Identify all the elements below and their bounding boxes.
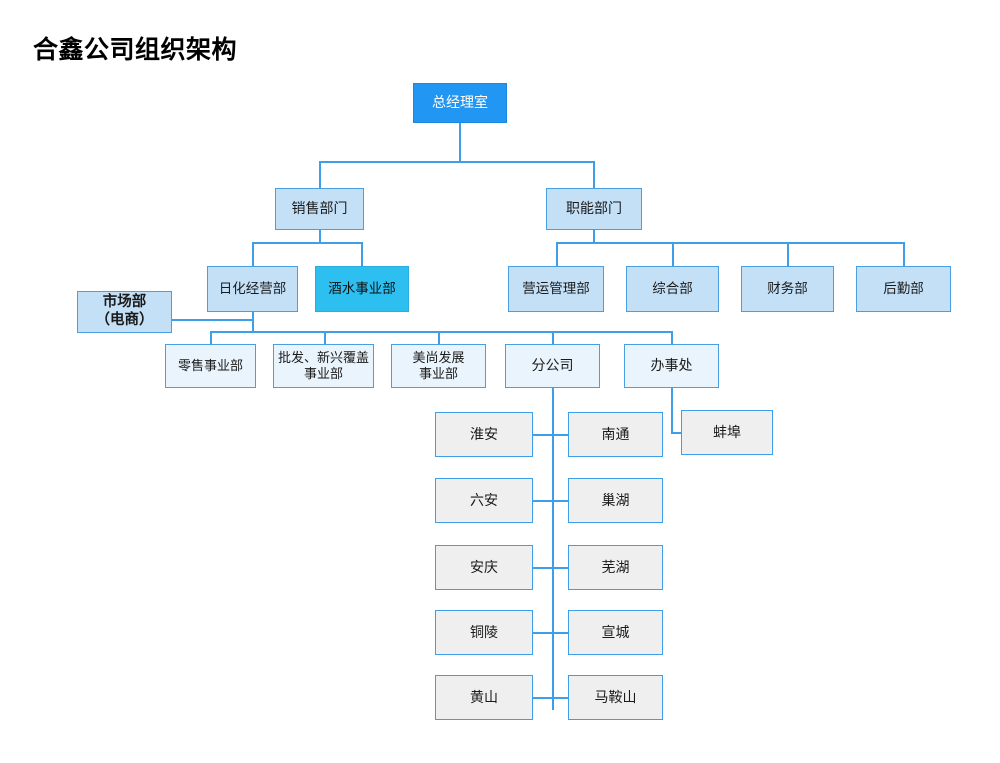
node-city-huangshan-label: 黄山 [470,688,498,705]
node-city-maanshan[interactable]: 马鞍山 [568,675,663,720]
node-meishang-division[interactable]: 美尚发展 事业部 [391,344,486,388]
node-root[interactable]: 总经理室 [413,83,507,123]
node-root-label: 总经理室 [432,94,488,111]
connector-office-drop [671,331,673,344]
node-retail-division-label: 零售事业部 [177,358,243,374]
node-sales-department-label: 销售部门 [291,200,348,217]
connector-level2-bus [319,161,595,163]
node-beverage-division-label: 酒水事业部 [328,280,396,296]
node-city-chaohu[interactable]: 巢湖 [568,478,663,523]
connector-sales-stem [319,229,321,243]
connector-market-link [172,319,254,321]
connector-finance-drop [787,242,789,266]
connector-functional-stem [593,229,595,243]
connector-bu-bus [210,331,672,333]
node-finance-label: 财务部 [767,280,808,296]
connector-general-drop [672,242,674,266]
page-title: 合鑫公司组织架构 [33,36,238,64]
connector-functional-bus [556,242,904,244]
connector-city-stub-l-1 [533,434,553,436]
node-city-nantong-label: 南通 [601,425,630,442]
node-office[interactable]: 办事处 [624,344,719,388]
node-city-luan[interactable]: 六安 [435,478,533,523]
node-city-anqing-label: 安庆 [470,558,498,575]
connector-city-stub-r-5 [552,697,569,699]
connector-bu-feed [252,319,254,332]
connector-office-spine [671,388,673,433]
node-city-chaohu-label: 巢湖 [601,491,630,508]
connector-city-stub-r-2 [552,500,569,502]
node-city-huangshan[interactable]: 黄山 [435,675,533,720]
node-operations-management-label: 营运管理部 [522,280,590,296]
node-operations-management[interactable]: 营运管理部 [508,266,604,312]
node-city-nantong[interactable]: 南通 [568,412,663,457]
node-city-huaian[interactable]: 淮安 [435,412,533,457]
node-market-ecommerce-label: 市场部 （电商） [95,294,154,328]
node-city-xuancheng[interactable]: 宣城 [568,610,663,655]
connector-daily-down [252,312,254,321]
node-meishang-division-label: 美尚发展 事业部 [412,350,465,381]
node-wholesale-division-label: 批发、新兴覆盖 事业部 [277,350,369,381]
node-general-affairs[interactable]: 综合部 [626,266,719,312]
node-market-ecommerce[interactable]: 市场部 （电商） [77,291,172,333]
connector-city-stub-l-2 [533,500,553,502]
connector-city-stub-r-3 [552,567,569,569]
node-functional-department-label: 职能部门 [566,200,622,217]
node-city-tongling-label: 铜陵 [470,623,498,640]
node-logistics-label: 后勤部 [883,280,924,296]
connector-sales-drop [319,161,321,188]
connector-city-stub-l-5 [533,697,553,699]
connector-city-stub-l-3 [533,567,553,569]
connector-sales-bus [252,242,362,244]
connector-city-stub-r-4 [552,632,569,634]
connector-branch-spine [552,388,554,710]
node-city-maanshan-label: 马鞍山 [594,688,637,705]
connector-wholesale-drop [324,331,326,344]
node-city-xuancheng-label: 宣城 [601,623,630,640]
connector-operations-drop [556,242,558,266]
node-city-anqing[interactable]: 安庆 [435,545,533,590]
node-office-label: 办事处 [650,357,693,374]
node-general-affairs-label: 综合部 [652,280,693,296]
connector-functional-drop [593,161,595,188]
node-branch-company-label: 分公司 [531,357,574,374]
connector-branch-drop [552,331,554,344]
node-functional-department[interactable]: 职能部门 [546,188,642,230]
connector-retail-drop [210,331,212,344]
node-city-tongling[interactable]: 铜陵 [435,610,533,655]
node-sales-department[interactable]: 销售部门 [275,188,364,230]
node-finance[interactable]: 财务部 [741,266,834,312]
connector-logistics-drop [903,242,905,266]
node-city-wuhu-label: 芜湖 [601,558,630,575]
node-logistics[interactable]: 后勤部 [856,266,951,312]
node-city-wuhu[interactable]: 芜湖 [568,545,663,590]
node-beverage-division[interactable]: 酒水事业部 [315,266,409,312]
node-wholesale-division[interactable]: 批发、新兴覆盖 事业部 [273,344,374,388]
node-city-luan-label: 六安 [470,491,498,508]
connector-root-stem [459,122,461,162]
connector-meishang-drop [438,331,440,344]
node-branch-company[interactable]: 分公司 [505,344,600,388]
node-city-bengbu-label: 蚌埠 [713,423,741,440]
node-city-bengbu[interactable]: 蚌埠 [681,410,773,455]
node-daily-chemical[interactable]: 日化经营部 [207,266,298,312]
node-daily-chemical-label: 日化经营部 [218,280,287,296]
connector-city-stub-l-4 [533,632,553,634]
connector-bengbu-link [671,432,682,434]
node-city-huaian-label: 淮安 [470,425,498,442]
connector-daily-drop [252,242,254,266]
connector-city-stub-r-1 [552,434,569,436]
node-retail-division[interactable]: 零售事业部 [165,344,256,388]
connector-beverage-drop [361,242,363,266]
